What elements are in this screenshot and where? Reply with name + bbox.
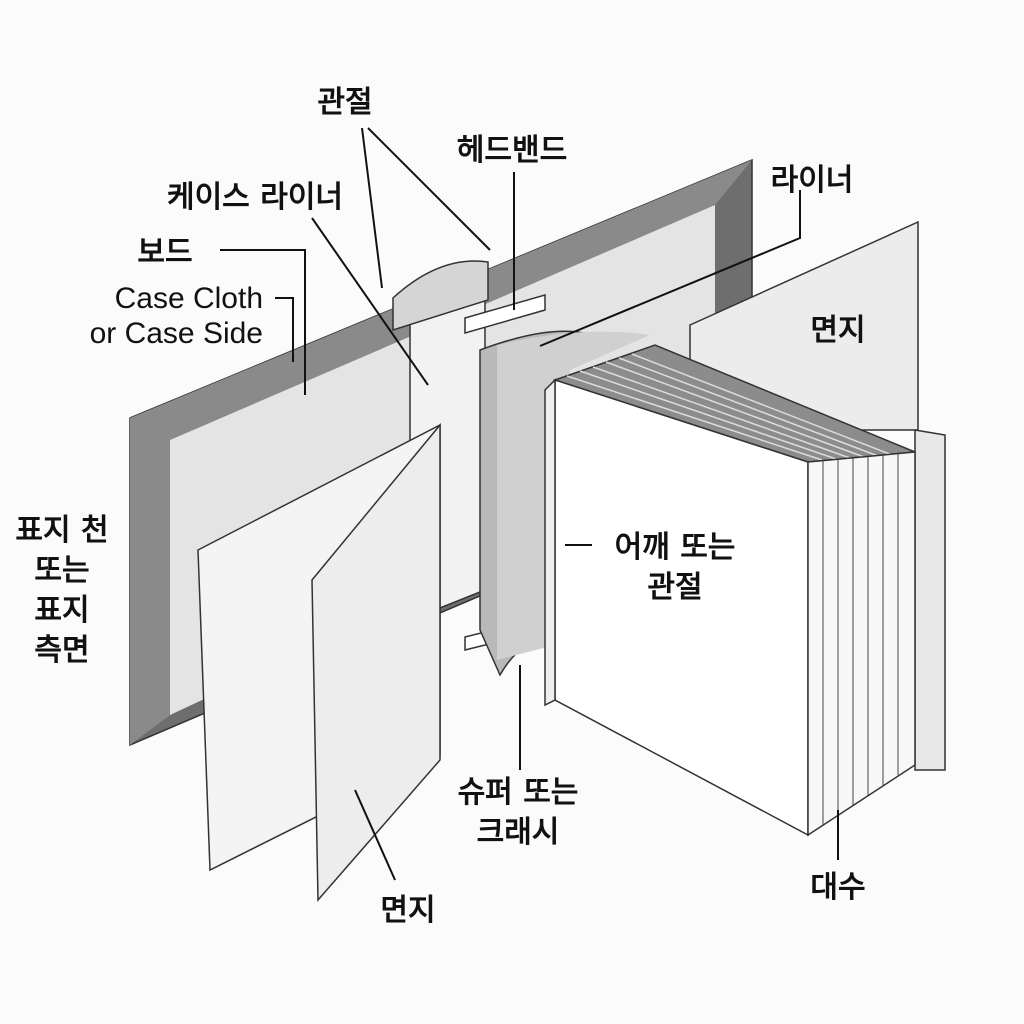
endpaper-right-lower xyxy=(914,429,946,771)
leader-lines xyxy=(220,127,839,881)
label-case-cloth-line1: Case Cloth xyxy=(115,282,263,315)
label-headband: 헤드밴드 xyxy=(457,133,567,168)
label-signatures: 대수 xyxy=(810,870,865,905)
liner xyxy=(497,331,650,660)
label-board: 보드 xyxy=(137,235,192,270)
book-block xyxy=(544,344,916,837)
label-case-cloth-line2: or Case Side xyxy=(90,317,263,350)
book-block-spine-edge xyxy=(544,378,556,707)
label-endpaper-bottom: 면지 xyxy=(380,893,435,928)
label-liner: 라이너 xyxy=(771,163,854,198)
book-block-side xyxy=(807,451,916,837)
label-super-line1: 슈퍼 또는 xyxy=(458,775,579,810)
label-shoulder-line1: 어깨 또는 xyxy=(615,530,736,565)
label-shoulder-line2: 관절 xyxy=(647,570,702,605)
label-endpaper-right: 면지 xyxy=(810,313,865,348)
label-hinge-top: 관절 xyxy=(317,85,372,120)
label-cover-cloth-line1: 표지 천 xyxy=(15,513,108,548)
endpaper-left-front xyxy=(311,422,441,902)
label-cover-cloth-line4: 측면 xyxy=(34,633,89,668)
headband-top xyxy=(464,294,546,334)
label-cover-cloth-line2: 또는 xyxy=(34,553,89,588)
label-super-line2: 크래시 xyxy=(477,815,560,850)
label-cover-cloth-line3: 표지 xyxy=(34,593,89,628)
label-case-liner: 케이스 라이너 xyxy=(167,180,343,215)
spine-hollow-top xyxy=(392,260,489,332)
